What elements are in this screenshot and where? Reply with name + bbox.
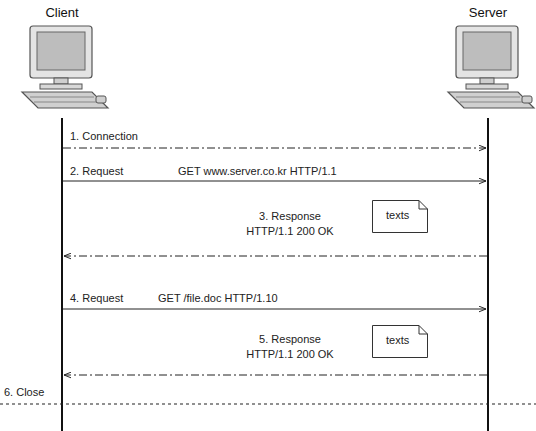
document-fold — [419, 326, 428, 335]
participant-name: Client — [45, 6, 78, 19]
participant-name: Server — [469, 6, 507, 19]
step-label: 4. Request — [70, 292, 123, 305]
document-shape — [373, 201, 428, 233]
message-arrow — [64, 256, 487, 257]
document-shape — [373, 326, 428, 358]
step-label: 1. Connection — [70, 130, 138, 143]
document-note: texts — [372, 200, 428, 233]
message-text: HTTP/1.1 200 OK — [246, 225, 333, 238]
step-label: 3. Response — [259, 210, 321, 223]
message-text: GET www.server.co.kr HTTP/1.1 — [178, 165, 337, 178]
message-text: HTTP/1.1 200 OK — [246, 348, 333, 361]
server-lifeline — [487, 118, 489, 431]
client-computer — [22, 26, 108, 108]
message-arrow — [63, 309, 486, 310]
step-label: 5. Response — [259, 333, 321, 346]
document-fold — [419, 201, 428, 210]
server-computer — [448, 26, 534, 108]
document-text: texts — [372, 200, 427, 233]
message-arrow — [64, 375, 487, 376]
message-arrow — [63, 148, 486, 149]
document-text: texts — [372, 325, 427, 358]
client-lifeline — [61, 118, 63, 431]
step-label: 2. Request — [70, 165, 123, 178]
close-line — [0, 403, 536, 404]
document-note: texts — [372, 325, 428, 358]
message-text: GET /file.doc HTTP/1.10 — [158, 292, 278, 305]
step-label: 6. Close — [4, 386, 44, 399]
message-arrow — [63, 181, 486, 182]
